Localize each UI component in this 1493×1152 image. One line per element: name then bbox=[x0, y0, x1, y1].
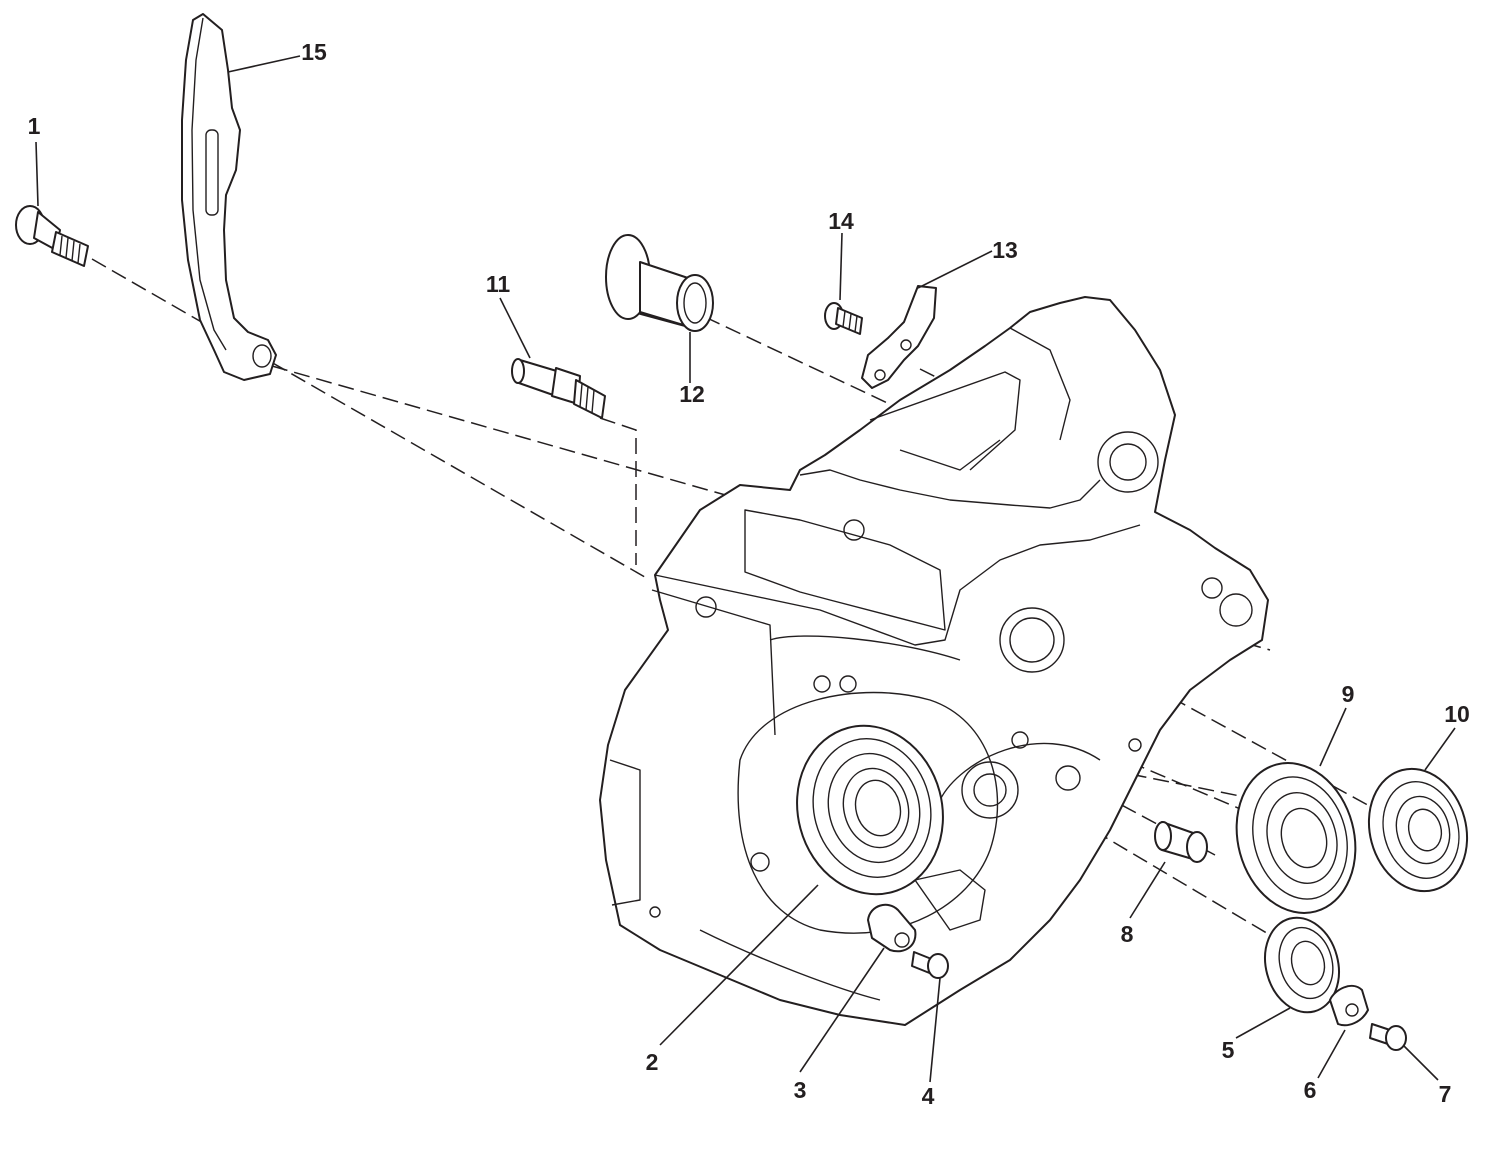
part-3-retainer-plate bbox=[867, 903, 917, 953]
callout-labels: 1 2 3 4 5 6 7 8 9 10 11 12 13 14 15 bbox=[28, 39, 1470, 1109]
callout-8: 8 bbox=[1121, 921, 1134, 947]
callout-6: 6 bbox=[1304, 1077, 1317, 1103]
callout-13: 13 bbox=[992, 237, 1018, 263]
callout-14: 14 bbox=[828, 208, 854, 234]
part-12-bushing bbox=[605, 234, 714, 332]
part-6-retainer bbox=[1329, 984, 1369, 1027]
part-13-bracket bbox=[861, 285, 937, 389]
callout-leader-lines bbox=[35, 55, 1456, 1083]
part-4-screw bbox=[911, 951, 949, 979]
part-14-screw bbox=[824, 302, 863, 335]
part-5-seal-ring bbox=[1264, 916, 1340, 1014]
callout-3: 3 bbox=[794, 1077, 807, 1103]
part-15-chain-guide bbox=[181, 13, 277, 381]
callout-11: 11 bbox=[486, 271, 511, 297]
part-7-screw bbox=[1369, 1023, 1407, 1051]
callout-4: 4 bbox=[922, 1083, 935, 1109]
part-1-pivot-bolt bbox=[15, 205, 89, 267]
part-2-main-bearing bbox=[796, 724, 944, 896]
callout-15: 15 bbox=[301, 39, 327, 65]
part-8-sleeve bbox=[1154, 821, 1208, 863]
part-11-stud bbox=[511, 358, 606, 419]
callout-2: 2 bbox=[646, 1049, 659, 1075]
part-10-bearing bbox=[1367, 767, 1469, 893]
part-9-bearing bbox=[1235, 762, 1357, 914]
callout-12: 12 bbox=[679, 381, 705, 407]
callout-9: 9 bbox=[1342, 681, 1355, 707]
crankcase-half bbox=[599, 296, 1269, 1026]
callout-10: 10 bbox=[1444, 701, 1470, 727]
callout-7: 7 bbox=[1439, 1081, 1452, 1107]
callout-1: 1 bbox=[28, 113, 41, 139]
callout-5: 5 bbox=[1222, 1037, 1235, 1063]
